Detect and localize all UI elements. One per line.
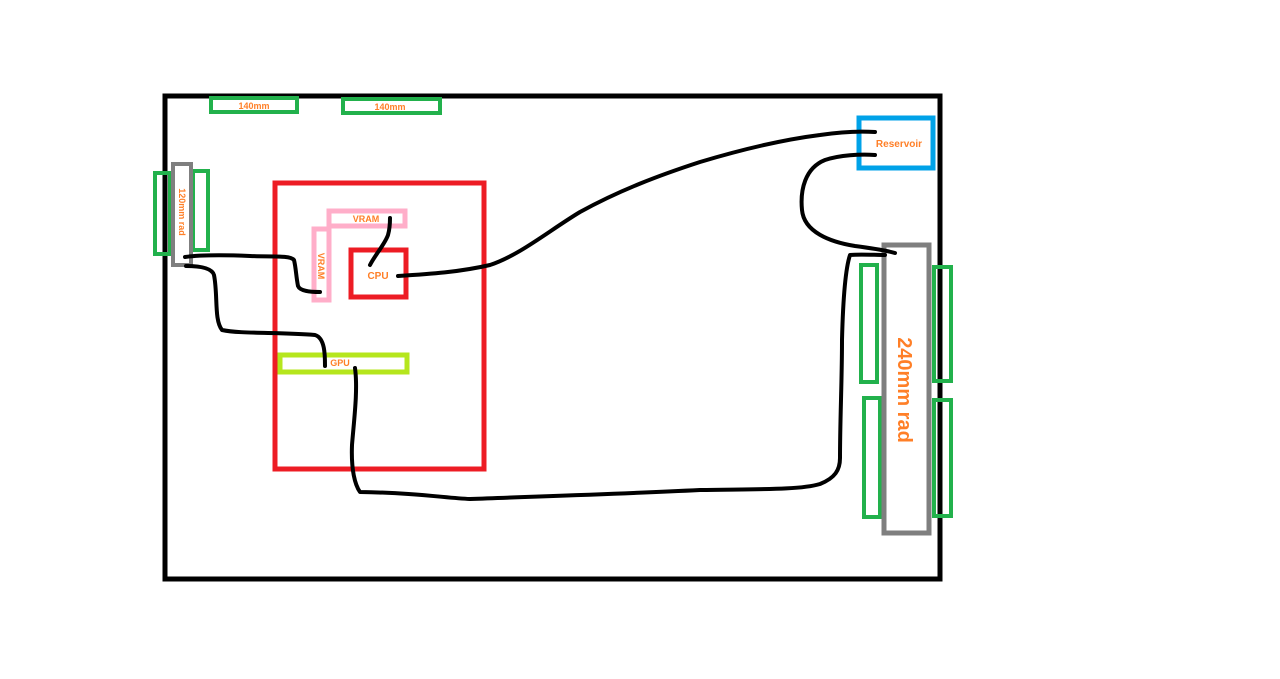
vram-top [326, 208, 408, 229]
tube-left-radiator-to-gpu [184, 264, 327, 368]
reservoir [856, 115, 936, 171]
vram-top-label: VRAM [353, 214, 380, 224]
fan-top-left [209, 96, 299, 114]
fan-right-outer-top [932, 265, 953, 383]
fan-top-right-label: 140mm [374, 102, 405, 112]
radiator-left-label: 120mm rad [177, 188, 187, 236]
fan-left-inner [191, 169, 210, 252]
radiator-left [171, 162, 193, 267]
tube-cpu-to-vram [368, 216, 392, 267]
fan-right-outer-bottom [932, 398, 953, 518]
fan-left-outer [153, 171, 172, 256]
vram-side-label: VRAM [316, 253, 326, 280]
gpu [277, 352, 410, 375]
reservoir-label: Reservoir [876, 139, 922, 150]
tubing [183, 129, 897, 501]
tube-cpu-to-reservoir [396, 129, 877, 278]
radiator-right-label: 240mm rad [893, 337, 915, 443]
gpu-label: GPU [330, 358, 350, 368]
tube-vram-to-left-radiator [183, 253, 322, 294]
fan-top-left-label: 140mm [238, 101, 269, 111]
vram-side [311, 226, 332, 303]
case-outline [162, 93, 943, 582]
motherboard [272, 180, 487, 472]
radiator-right [881, 242, 932, 536]
cpu-label: CPU [367, 271, 388, 282]
fan-right-inner-top [859, 263, 879, 384]
fan-right-inner-bottom [862, 396, 882, 519]
tube-reservoir-to-radiator [799, 152, 897, 255]
fan-top-right [341, 97, 442, 115]
tube-gpu-to-right-radiator [349, 252, 887, 501]
